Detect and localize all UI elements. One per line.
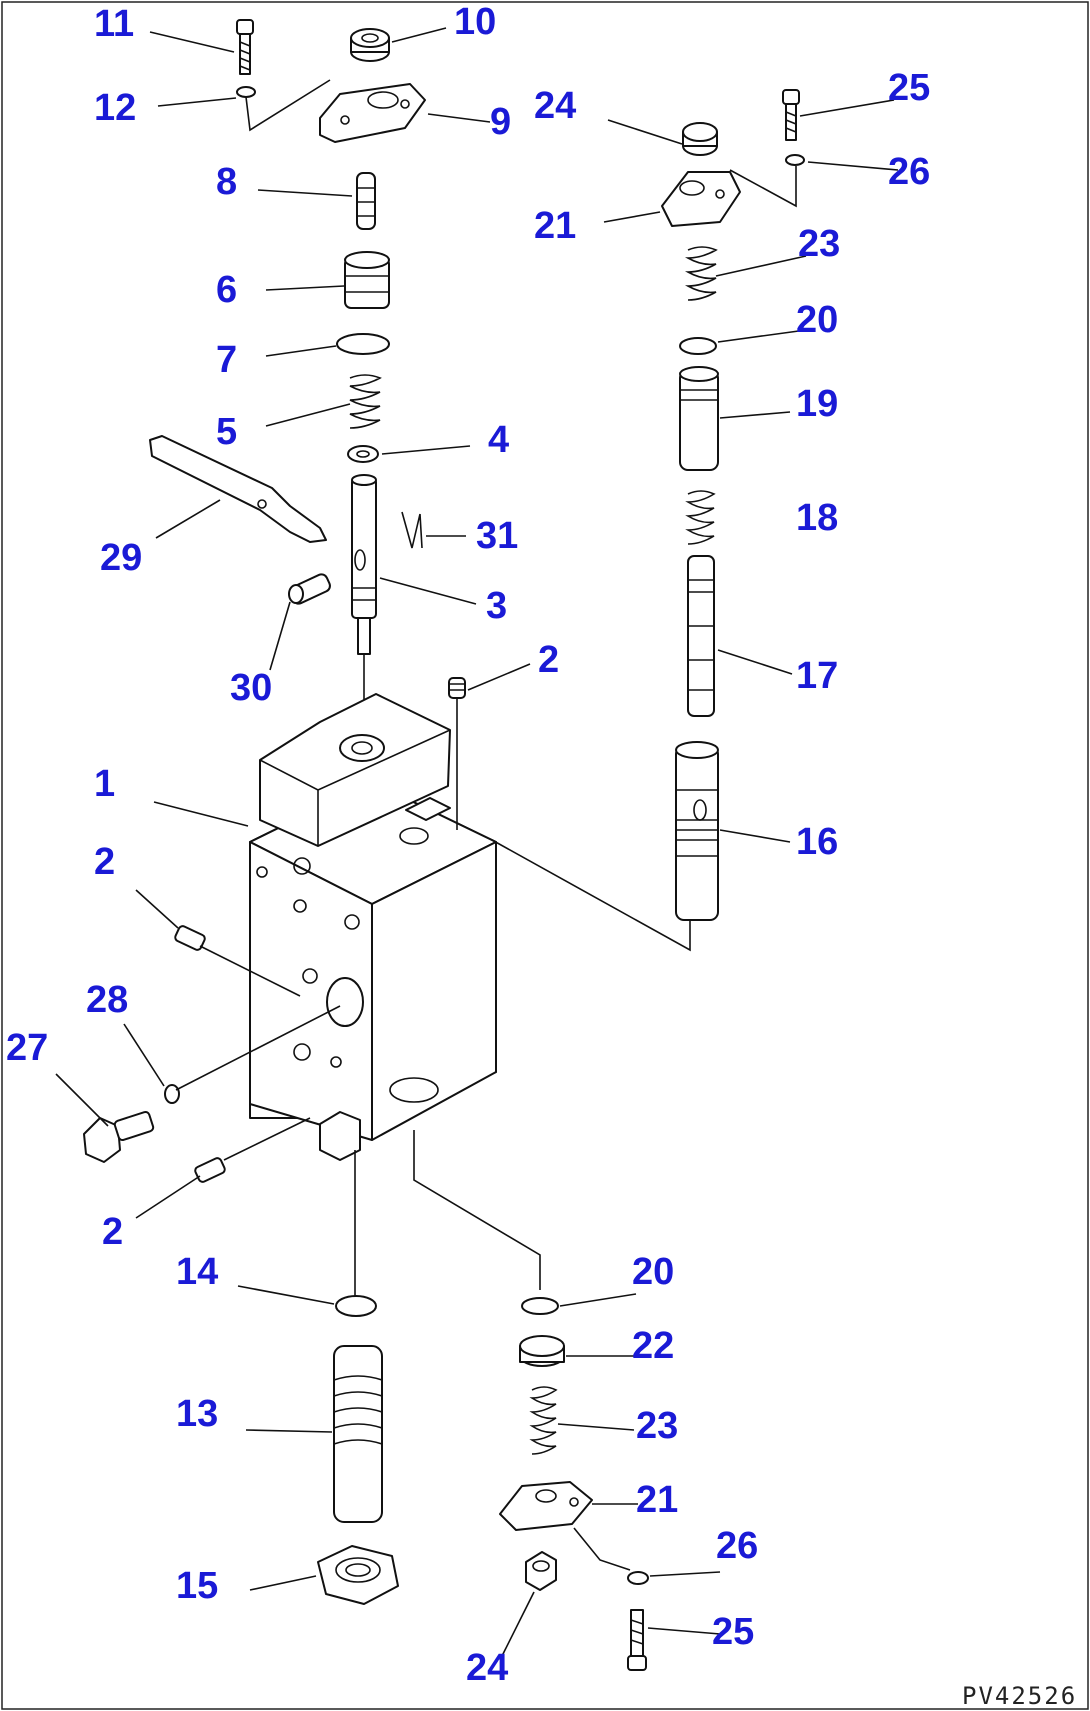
part-12-washer: [236, 79, 331, 132]
part-24-nut-bottom: [525, 1551, 557, 1591]
part-4-seat: [347, 445, 379, 463]
callout-23-bottom: 23: [636, 1405, 678, 1447]
callout-30: 30: [230, 667, 272, 709]
part-25-bolt-bottom: [627, 1609, 647, 1671]
part-26-washer-top: [729, 154, 805, 208]
part-16-spool: [675, 741, 719, 921]
part-13-spool: [333, 1345, 383, 1523]
callout-10: 10: [454, 1, 496, 43]
callout-7: 7: [216, 339, 237, 381]
part-20-ring-top: [679, 337, 717, 355]
part-23-spring-top: [684, 246, 718, 301]
callout-20-top: 20: [796, 299, 838, 341]
part-20-ring-bottom: [521, 1297, 559, 1315]
part-7-shim: [336, 333, 390, 355]
callout-17: 17: [796, 655, 838, 697]
part-2-fitting-bottom: [194, 1117, 311, 1183]
callout-25-top: 25: [888, 67, 930, 109]
part-30-plug: [288, 573, 331, 605]
callout-29: 29: [100, 537, 142, 579]
callout-26-top: 26: [888, 151, 930, 193]
callout-2-top: 2: [538, 639, 559, 681]
part-6-retainer: [344, 251, 390, 309]
part-5-spring: [349, 374, 382, 429]
part-19-piston: [679, 366, 719, 471]
part-21-cover-bottom: [499, 1481, 631, 1571]
callout-3: 3: [486, 585, 507, 627]
part-27-plug-bolt: [83, 1110, 155, 1163]
callout-1: 1: [94, 763, 115, 805]
callout-21-top: 21: [534, 205, 576, 247]
callout-20-bottom: 20: [632, 1251, 674, 1293]
callout-19: 19: [796, 383, 838, 425]
part-21-cover-top: [661, 171, 741, 227]
leader-lines: [55, 27, 899, 1661]
callout-24-top: 24: [534, 85, 576, 127]
callout-28: 28: [86, 979, 128, 1021]
part-8-pin: [356, 172, 376, 230]
part-31-clip: [401, 511, 423, 549]
callout-22: 22: [632, 1325, 674, 1367]
callout-5: 5: [216, 411, 237, 453]
callout-8: 8: [216, 161, 237, 203]
callout-27: 27: [6, 1027, 48, 1069]
callout-16: 16: [796, 821, 838, 863]
callout-2-bottom: 2: [102, 1211, 123, 1253]
part-24-nut-top: [682, 122, 718, 156]
part-17-stem: [687, 555, 715, 717]
part-14-ball: [335, 1295, 377, 1317]
part-3-spool: [351, 474, 377, 730]
axis-line-body-to-20: [413, 1130, 541, 1290]
axis-line-body-to-16: [491, 839, 691, 952]
callout-4: 4: [488, 419, 509, 461]
callout-9: 9: [490, 101, 511, 143]
part-23-spring-bottom: [529, 1386, 558, 1455]
part-26-washer-bottom: [627, 1571, 649, 1585]
part-1-valve-body: [249, 693, 497, 1161]
part-10-nut: [350, 28, 390, 62]
callout-24-bottom: 24: [466, 1647, 508, 1689]
part-29-lever: [149, 435, 327, 543]
callout-12: 12: [94, 87, 136, 129]
part-2-fitting-top: [448, 677, 466, 830]
callout-6: 6: [216, 269, 237, 311]
part-28-ball: [164, 1005, 341, 1104]
callout-14: 14: [176, 1251, 218, 1293]
part-2-fitting-left: [174, 925, 301, 997]
callout-18: 18: [796, 497, 838, 539]
part-22-seat: [519, 1335, 565, 1367]
callout-31: 31: [476, 515, 518, 557]
callout-2-left: 2: [94, 841, 115, 883]
part-9-cover-plate: [319, 83, 426, 143]
callout-21-bottom: 21: [636, 1479, 678, 1521]
part-25-bolt-top: [782, 89, 800, 141]
callout-11: 11: [94, 3, 134, 45]
part-15-cap-nut: [317, 1545, 399, 1605]
callout-15: 15: [176, 1565, 218, 1607]
part-11-bolt: [236, 19, 254, 75]
part-18-spring: [685, 490, 716, 545]
drawing-reference-number: PV42526: [962, 1682, 1077, 1710]
callout-23-top: 23: [798, 223, 840, 265]
callout-13: 13: [176, 1393, 218, 1435]
callout-26-bottom: 26: [716, 1525, 758, 1567]
callout-25-bottom: 25: [712, 1611, 754, 1653]
